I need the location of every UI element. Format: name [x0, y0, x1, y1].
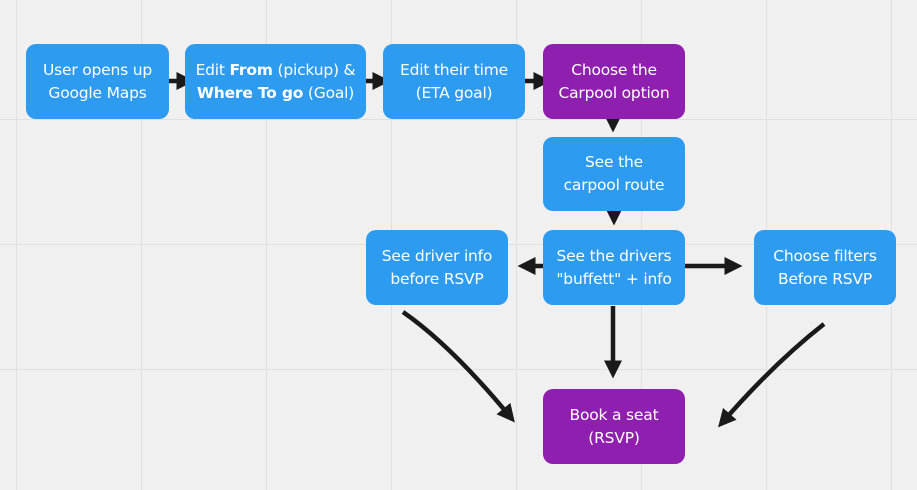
- node-choose-filters[interactable]: Choose filters Before RSVP: [754, 230, 896, 305]
- node-open-google-maps-line1: User opens up: [42, 60, 152, 79]
- edit-from-goal: (Goal): [303, 83, 355, 102]
- node-choose-carpool-line2: Carpool option: [558, 83, 670, 102]
- node-choose-filters-line2: Before RSVP: [778, 269, 872, 288]
- node-choose-filters-line1: Choose filters: [773, 246, 877, 265]
- node-choose-carpool[interactable]: Choose the Carpool option: [543, 44, 685, 119]
- edit-from-where-bold: Where To go: [196, 83, 304, 102]
- node-see-route-line1: See the: [585, 153, 643, 171]
- node-see-drivers-line2: "buffett" + info: [556, 269, 672, 288]
- node-see-route-line2: carpool route: [563, 176, 665, 194]
- arrow-filters-to-book: [718, 322, 826, 428]
- node-book-seat[interactable]: Book a seat (RSVP): [543, 389, 685, 464]
- node-book-seat-line1: Book a seat: [569, 405, 659, 424]
- node-driver-info[interactable]: See driver info before RSVP: [366, 230, 508, 305]
- arrow-driver-info-to-book: [401, 310, 515, 423]
- node-see-carpool-route[interactable]: See the carpool route: [543, 137, 685, 211]
- node-driver-info-line2: before RSVP: [390, 269, 484, 288]
- node-see-drivers-line1: See the drivers: [556, 246, 672, 265]
- node-edit-time-line1: Edit their time: [399, 60, 508, 79]
- node-open-google-maps[interactable]: User opens up Google Maps: [26, 44, 169, 119]
- node-edit-from-where-to[interactable]: Edit From (pickup) & Where To go (Goal): [185, 44, 366, 119]
- node-open-google-maps-line2: Google Maps: [48, 83, 147, 102]
- edit-from-prefix: Edit: [195, 60, 230, 79]
- edit-from-pickup: (pickup) &: [272, 60, 356, 79]
- node-edit-time[interactable]: Edit their time (ETA goal): [383, 44, 525, 119]
- node-book-seat-line2: (RSVP): [588, 428, 640, 447]
- node-edit-from-line2: Where To go (Goal): [197, 82, 354, 105]
- node-edit-from-line1: Edit From (pickup) &: [196, 59, 356, 82]
- edit-from-from-bold: From: [229, 60, 273, 79]
- node-edit-time-line2: (ETA goal): [415, 83, 493, 102]
- node-choose-carpool-line1: Choose the: [571, 60, 657, 79]
- node-see-drivers[interactable]: See the drivers "buffett" + info: [543, 230, 685, 305]
- node-driver-info-line1: See driver info: [381, 246, 493, 265]
